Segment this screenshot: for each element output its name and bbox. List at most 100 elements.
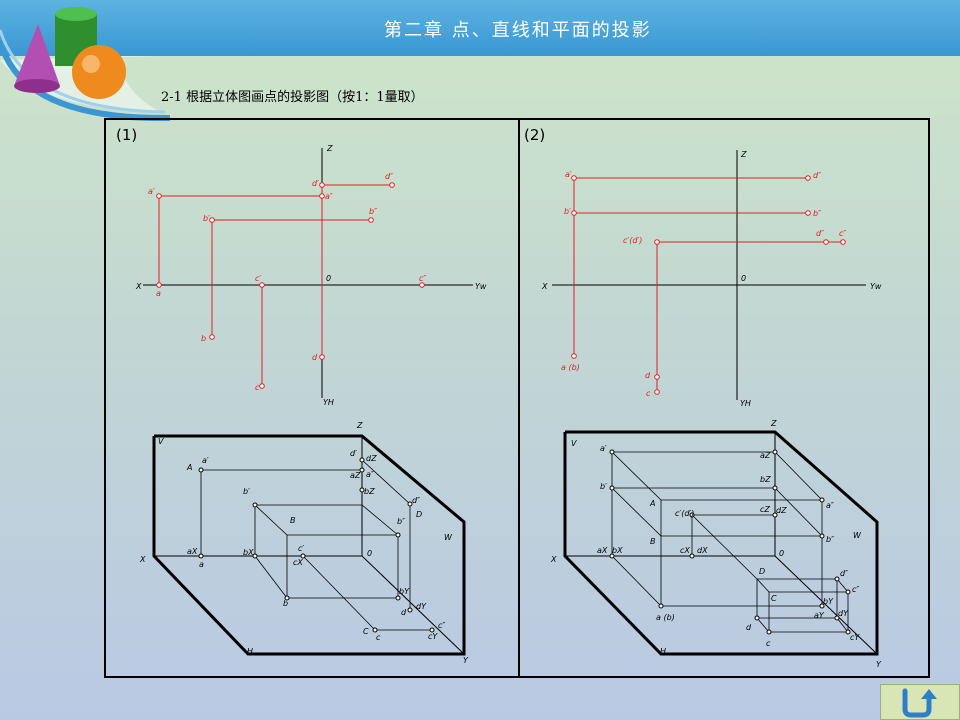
isometric-view-1 [152, 434, 466, 656]
iso1-cY: cY [428, 632, 438, 641]
v1-b: b [201, 334, 206, 343]
iso2-dY: dY [838, 609, 849, 618]
v2-dd: d″ [816, 229, 824, 238]
iso1-a1: a′ [202, 456, 209, 465]
isometric-view-2 [563, 430, 879, 656]
v2-YH: YH [740, 399, 751, 408]
v1-a2: a″ [325, 192, 333, 201]
iso2-cY: cY [850, 633, 860, 642]
v2-cd1: c′(d′) [623, 236, 642, 245]
v1-b1: b′ [203, 214, 210, 223]
v2-d: d [645, 371, 651, 380]
v1-X: X [135, 282, 142, 291]
iso1-d: d [401, 608, 407, 617]
iso2-C: C [771, 594, 777, 603]
v1-O: 0 [326, 274, 331, 283]
iso2-cd1: c′(d′) [675, 509, 694, 518]
orthographic-view-2 [552, 150, 866, 400]
v2-b1: b′ [564, 207, 571, 216]
logo-decoration [0, 7, 171, 122]
iso1-d2: d″ [412, 496, 420, 505]
iso2-bY: bY [823, 597, 834, 606]
iso2-H: H [660, 647, 666, 656]
iso2-d2: d″ [840, 569, 848, 578]
iso2-Y: Y [876, 660, 882, 669]
iso1-bY: bY [399, 587, 410, 596]
iso2-W: W [853, 531, 862, 540]
orthographic-view-1 [143, 148, 473, 398]
iso2-aZ: aZ [760, 451, 771, 460]
exercise-subtitle: 2-1 根据立体图画点的投影图（按1：1量取） [161, 90, 424, 105]
v2-a1: a′ [565, 170, 572, 179]
iso1-bZ: bZ [364, 487, 375, 496]
v1-d: d [312, 353, 318, 362]
iso2-cZ: cZ [760, 505, 770, 514]
v1-a1: a′ [148, 187, 155, 196]
iso2-d: d [746, 623, 752, 632]
iso1-B: B [290, 516, 296, 525]
iso2-B: B [650, 537, 656, 546]
iso1-b1: b′ [243, 487, 250, 496]
v1-d2: d″ [385, 172, 393, 181]
iso2-D: D [759, 567, 765, 576]
iso1-Z: Z [356, 421, 363, 430]
header-bar [0, 0, 960, 56]
iso2-V: V [571, 439, 577, 448]
iso1-a: a [199, 560, 204, 569]
return-arrow-icon[interactable] [895, 685, 939, 719]
v1-c1: c′ [255, 274, 261, 283]
iso2-Z: Z [770, 419, 777, 428]
iso1-dY: dY [416, 602, 427, 611]
iso1-aZ: aZ [350, 471, 361, 480]
v1-Z: Z [326, 144, 333, 153]
iso2-X: X [550, 555, 557, 564]
iso1-D: D [416, 510, 422, 519]
iso1-A: A [186, 463, 192, 472]
v1-c: c [255, 383, 260, 392]
panel-label-2: (2) [524, 126, 546, 144]
iso1-d1: d′ [350, 449, 357, 458]
iso1-b: b [283, 599, 288, 608]
iso1-a2: a″ [366, 470, 374, 479]
v2-Yw: Yw [870, 282, 882, 291]
iso1-bX: bX [243, 548, 254, 557]
v1-YH: YH [323, 398, 334, 407]
v2-Z: Z [740, 150, 747, 159]
iso2-b2: b″ [826, 535, 834, 544]
iso2-bZ: bZ [760, 475, 771, 484]
iso2-a2: a″ [826, 501, 834, 510]
panel-label-1: (1) [116, 126, 138, 144]
iso1-O: 0 [367, 549, 372, 558]
v2-c: c [646, 389, 651, 398]
iso2-c2: c″ [852, 585, 859, 594]
v1-d1: d′ [312, 179, 319, 188]
iso1-dZ: dZ [366, 454, 377, 463]
iso1-X: X [139, 555, 146, 564]
panel-divider [518, 118, 520, 678]
v2-X: X [541, 282, 548, 291]
v1-c2: c″ [419, 274, 426, 283]
iso2-aX: aX [597, 546, 608, 555]
iso1-c1: c′ [298, 544, 304, 553]
v2-d2: d″ [813, 171, 821, 180]
v1-a: a [156, 289, 161, 298]
iso2-ab: a (b) [656, 613, 675, 622]
iso2-b1: b′ [600, 482, 607, 491]
v2-cc: c″ [839, 229, 846, 238]
iso1-V: V [158, 437, 164, 446]
iso2-dZ: dZ [776, 506, 787, 515]
iso1-c: c [376, 633, 381, 642]
iso1-W: W [444, 533, 453, 542]
iso1-C: C [363, 627, 369, 636]
iso1-cX: cX [293, 558, 303, 567]
iso2-cX: cX [680, 546, 690, 555]
iso2-A: A [649, 499, 655, 508]
v2-ab: a (b) [561, 363, 580, 372]
page-title: 第二章 点、直线和平面的投影 [384, 20, 652, 41]
v2-O: 0 [741, 274, 746, 283]
iso1-b2: b″ [397, 517, 405, 526]
iso1-Y: Y [463, 656, 469, 665]
iso2-a1: a′ [600, 444, 607, 453]
iso2-O: 0 [779, 549, 784, 558]
